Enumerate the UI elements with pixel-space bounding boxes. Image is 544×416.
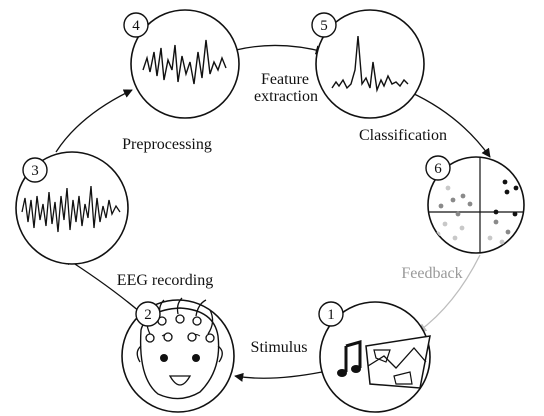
arrow-feedback-to-stimulus: [417, 254, 481, 333]
label-classification: Classification: [359, 127, 447, 144]
picture-icon: [365, 335, 431, 389]
eeg-electrodes-icon: [145, 297, 215, 343]
label-feedback: Feedback: [401, 265, 462, 282]
raw-eeg-icon: [21, 185, 121, 233]
stage-3-number: 3: [31, 163, 39, 179]
stage-1-node: 1: [318, 301, 431, 413]
label-feature: Feature: [261, 71, 309, 88]
stage-1-number: 1: [327, 307, 335, 323]
stage-2-number: 2: [144, 307, 152, 323]
arrow-stimulus-to-recording: [234, 371, 323, 382]
face-icon: [136, 307, 223, 400]
label-preprocessing: Preprocessing: [122, 136, 212, 153]
scatter-plot-icon: [428, 157, 524, 253]
feature-peaks-icon: [331, 35, 409, 93]
stage-5-node: 5: [311, 9, 425, 119]
music-note-icon: [337, 340, 362, 377]
arrow-features-to-extraction: [235, 44, 325, 55]
arrow-preprocessing-to-features: [55, 89, 133, 153]
stage-2-node: 2: [121, 297, 235, 413]
stage-3-node: 3: [15, 151, 129, 265]
arrow-extraction-to-classification: [409, 91, 491, 158]
stage-4-node: 4: [123, 9, 240, 119]
stage-6-node: 6: [425, 155, 525, 254]
label-stimulus: Stimulus: [251, 339, 308, 356]
label-eeg-recording: EEG recording: [117, 272, 213, 289]
label-extraction: extraction: [254, 88, 318, 105]
stage-5-number: 5: [320, 18, 328, 34]
stage-4-number: 4: [132, 18, 140, 34]
stage-6-number: 6: [434, 161, 442, 177]
eeg-signal-icon: [142, 39, 227, 85]
